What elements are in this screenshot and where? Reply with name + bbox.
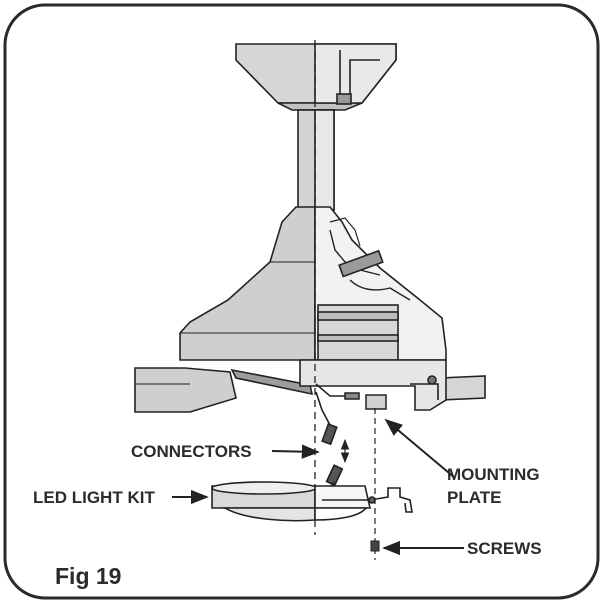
mounting-plate-label-line2: PLATE bbox=[447, 488, 501, 507]
connectors-arrow bbox=[271, 444, 320, 459]
screws-label: SCREWS bbox=[467, 539, 542, 558]
connectors-label: CONNECTORS bbox=[131, 442, 252, 461]
canopy bbox=[235, 43, 397, 111]
led-light-kit-label: LED LIGHT KIT bbox=[33, 488, 155, 507]
motor-housing bbox=[179, 206, 447, 361]
mounting-plate-hardware bbox=[315, 383, 387, 410]
mounting-plate-arrow bbox=[384, 418, 456, 479]
figure-caption: Fig 19 bbox=[55, 563, 121, 589]
led-light-kit bbox=[211, 481, 413, 522]
mounting-plate-label-line1: MOUNTING bbox=[447, 465, 540, 484]
fan-blades bbox=[134, 359, 486, 413]
downrod bbox=[297, 109, 335, 211]
screw bbox=[370, 540, 380, 552]
connectors bbox=[315, 391, 350, 506]
